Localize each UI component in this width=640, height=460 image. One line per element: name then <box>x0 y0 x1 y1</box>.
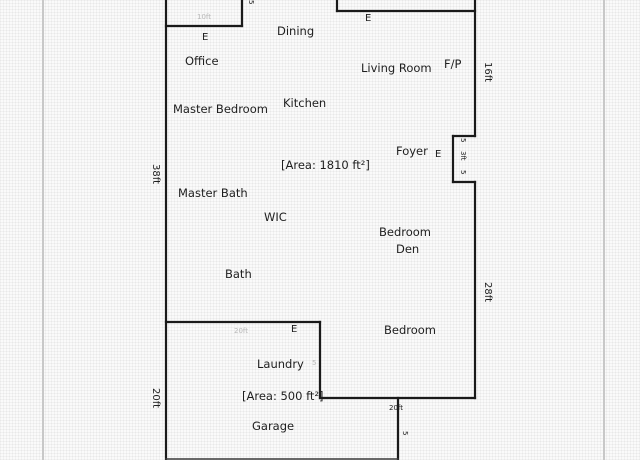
room-label-fireplace: F/P <box>444 57 462 71</box>
dimension-entry-notch-mid: 3ft <box>459 151 467 161</box>
room-label-dining: Dining <box>277 24 315 38</box>
screen-edge-right <box>603 0 605 460</box>
room-label-master-bedroom: Master Bedroom <box>173 102 268 116</box>
room-label-garage: Garage <box>252 419 295 433</box>
room-label-bath: Bath <box>225 267 252 281</box>
dimension-entry-notch-top: 5 <box>459 138 467 143</box>
room-label-bedroom: Bedroom <box>384 323 437 337</box>
dimension-left-main: 38ft <box>150 164 161 184</box>
area-label-garage: [Area: 500 ft²] <box>242 389 324 403</box>
faint-dimension-garage-side: 5 <box>312 359 317 367</box>
dimension-right-upper: 16ft <box>482 62 493 82</box>
dimension-entry-notch-bottom: 5 <box>459 170 467 175</box>
faint-dimension-garage-top: 20ft <box>234 327 248 335</box>
screen-edge-left <box>42 0 44 460</box>
room-label-kitchen: Kitchen <box>283 96 327 110</box>
room-label-foyer: Foyer <box>396 144 428 158</box>
room-label-master-bath: Master Bath <box>178 186 248 200</box>
dimension-right-lower: 28ft <box>482 282 493 302</box>
room-label-bedroom-den-line2: Den <box>396 242 420 256</box>
entry-marker-foyer: E <box>435 149 442 160</box>
area-label-main: [Area: 1810 ft²] <box>281 158 370 172</box>
dimension-left-garage: 20ft <box>150 388 161 408</box>
dimension-top-left-small: 5 <box>247 0 255 5</box>
entry-marker-laundry: E <box>291 324 298 335</box>
faint-dimension-top-left: 10ft <box>197 13 211 21</box>
dimension-garage-right: 5 <box>401 431 409 436</box>
room-label-living-room: Living Room <box>361 61 432 75</box>
dimension-garage-right-top: 20ft <box>389 404 403 412</box>
room-label-office: Office <box>185 54 219 68</box>
room-label-laundry: Laundry <box>257 357 304 371</box>
entry-marker-top: E <box>365 13 372 24</box>
room-label-wic: WIC <box>264 210 287 224</box>
room-label-bedroom-den-line1: Bedroom <box>379 225 432 239</box>
entry-marker-office: E <box>202 32 209 43</box>
